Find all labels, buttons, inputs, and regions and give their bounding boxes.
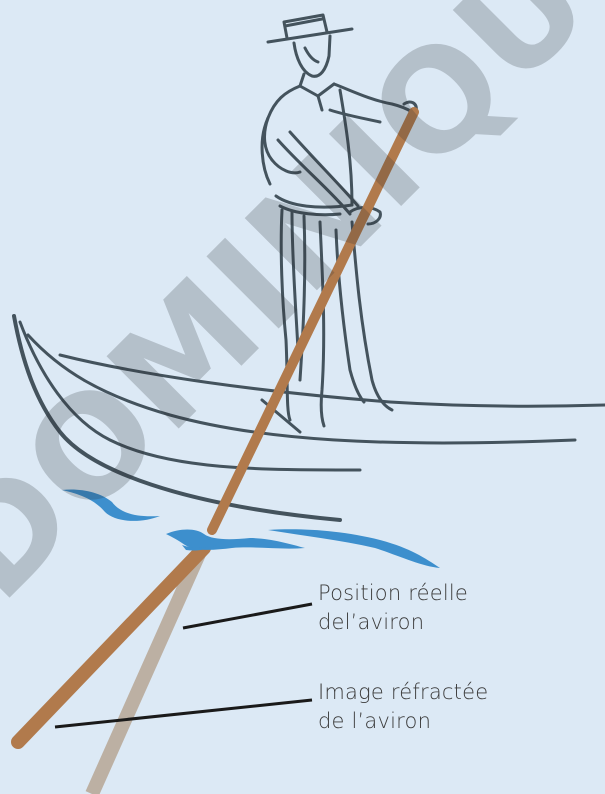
real-position-label-line1: Position réelle (318, 579, 468, 608)
real-position-leader-line (183, 604, 312, 628)
refracted-oar (92, 545, 203, 794)
gondola (14, 316, 605, 520)
refracted-image-label-line2: de l’aviron (318, 707, 488, 736)
refracted-image-leader-line (55, 700, 312, 727)
refracted-image-label: Image réfractée de l’aviron (318, 678, 488, 736)
water-ripples (62, 490, 440, 569)
refracted-image-label-line1: Image réfractée (318, 678, 488, 707)
real-position-label: Position réelle del’aviron (318, 579, 468, 637)
real-position-label-line2: del’aviron (318, 608, 468, 637)
